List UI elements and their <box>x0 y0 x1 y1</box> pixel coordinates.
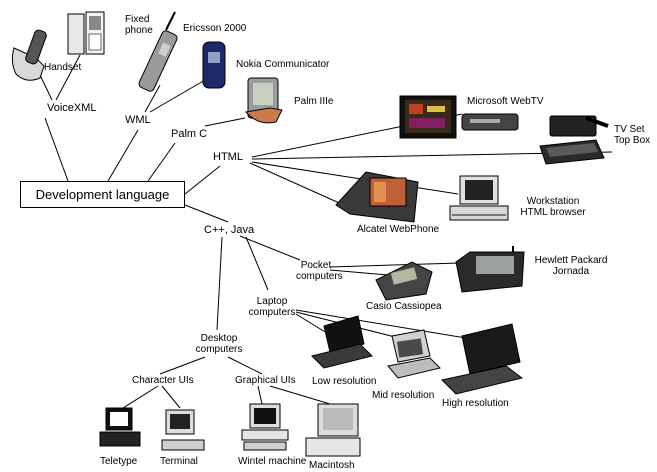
wintel-picture <box>241 403 289 451</box>
label-fixed-phone-line2: phone <box>125 25 153 36</box>
webtv-picture <box>399 95 519 139</box>
ericsson-picture <box>138 11 178 92</box>
hp-jornada-picture <box>455 246 525 293</box>
macintosh-picture <box>305 403 361 457</box>
edge-html-webphone <box>249 162 347 207</box>
label-laptop-line2: computers <box>248 307 296 318</box>
edge-laptop-high <box>295 309 479 341</box>
label-webtv: Microsoft WebTV <box>467 96 544 107</box>
label-palmc: Palm C <box>171 128 208 140</box>
edge-graph-mac <box>269 385 331 405</box>
edge-root-cppjava <box>184 204 229 223</box>
label-character-uis: Character UIs <box>132 375 194 386</box>
edge-desktop-graphical <box>227 356 263 375</box>
label-palm: Palm IIIe <box>294 96 334 107</box>
label-html: HTML <box>213 151 243 163</box>
label-fixed-phone-line1: Fixed <box>125 14 150 25</box>
label-cppjava: C++, Java <box>204 224 255 236</box>
label-handset: Handset <box>44 62 82 73</box>
label-desktop-line1: Desktop <box>200 333 238 344</box>
label-high-res: High resolution <box>442 398 509 409</box>
palm-picture <box>245 77 283 124</box>
edge-cpp-desktop <box>216 236 223 331</box>
label-wintel: Wintel machine <box>238 456 307 467</box>
label-desktop-line2: computers <box>195 344 243 355</box>
casio-picture <box>375 261 433 301</box>
label-pocket-line2: computers <box>296 271 343 282</box>
label-voicexml: VoiceXML <box>47 102 97 114</box>
label-settop-line2: Top Box <box>614 135 651 146</box>
edge-pocket-hp <box>329 262 461 268</box>
nokia-picture <box>202 41 226 89</box>
label-settop-line1: TV Set <box>614 124 645 135</box>
fixed-phone-picture <box>67 11 105 55</box>
label-nokia: Nokia Communicator <box>236 59 330 70</box>
label-workstation: Workstation HTML browser <box>512 196 594 218</box>
high-res-laptop-picture <box>440 323 524 395</box>
webphone-picture <box>335 171 419 223</box>
edge-html-workstation <box>251 161 459 195</box>
edge-root-html <box>184 165 221 195</box>
handset-picture <box>11 29 47 81</box>
edge-voicexml-handset <box>39 74 53 101</box>
edge-palmc-palm <box>204 117 246 127</box>
label-graphical-uis: Graphical UIs <box>235 375 296 386</box>
edge-root-palmc <box>147 142 176 182</box>
label-laptop-computers: Laptop computers <box>244 296 300 318</box>
terminal-picture <box>161 409 205 451</box>
label-teletype: Teletype <box>100 456 138 467</box>
label-webphone: Alcatel WebPhone <box>357 224 440 235</box>
label-desktop-computers: Desktop computers <box>190 333 248 355</box>
label-macintosh: Macintosh <box>309 460 355 471</box>
settop-picture <box>539 115 609 165</box>
label-ericsson: Ericsson 2000 <box>183 23 247 34</box>
edge-graph-wintel <box>257 385 263 405</box>
edge-wml-nokia <box>149 79 206 113</box>
label-laptop-line1: Laptop <box>256 296 288 307</box>
edge-voicexml-fixed <box>55 54 81 101</box>
low-res-laptop-picture <box>311 315 373 369</box>
edge-cpp-pocket <box>239 235 301 261</box>
label-hp-jornada: Hewlett Packard Jornada <box>528 255 614 277</box>
teletype-picture <box>99 407 141 447</box>
label-settop: TV Set Top Box <box>614 124 650 146</box>
label-hp-line2: Jornada <box>552 266 590 277</box>
edge-root-voicexml <box>44 117 69 182</box>
label-mid-res: Mid resolution <box>372 390 435 401</box>
label-workstation-line1: Workstation <box>526 196 580 207</box>
label-casio: Casio Cassiopea <box>366 301 442 312</box>
label-wml: WML <box>125 114 151 126</box>
label-fixed-phone: Fixed phone <box>125 14 153 36</box>
edge-root-wml <box>107 129 139 182</box>
root-development-language: Development language <box>20 181 185 208</box>
edge-char-teletype <box>122 385 159 409</box>
label-pocket-line1: Pocket <box>300 260 332 271</box>
workstation-picture <box>449 175 509 221</box>
edge-char-terminal <box>161 385 181 409</box>
edge-desktop-character <box>159 356 206 375</box>
label-terminal: Terminal <box>160 456 198 467</box>
label-workstation-line2: HTML browser <box>520 207 586 218</box>
edge-wml-ericsson <box>144 84 161 113</box>
label-low-res: Low resolution <box>312 376 377 387</box>
label-pocket-computers: Pocket computers <box>296 260 343 282</box>
edge-cpp-laptop <box>245 236 269 291</box>
mid-res-laptop-picture <box>387 329 441 379</box>
connector-lines <box>39 54 613 409</box>
label-hp-line1: Hewlett Packard <box>534 255 608 266</box>
